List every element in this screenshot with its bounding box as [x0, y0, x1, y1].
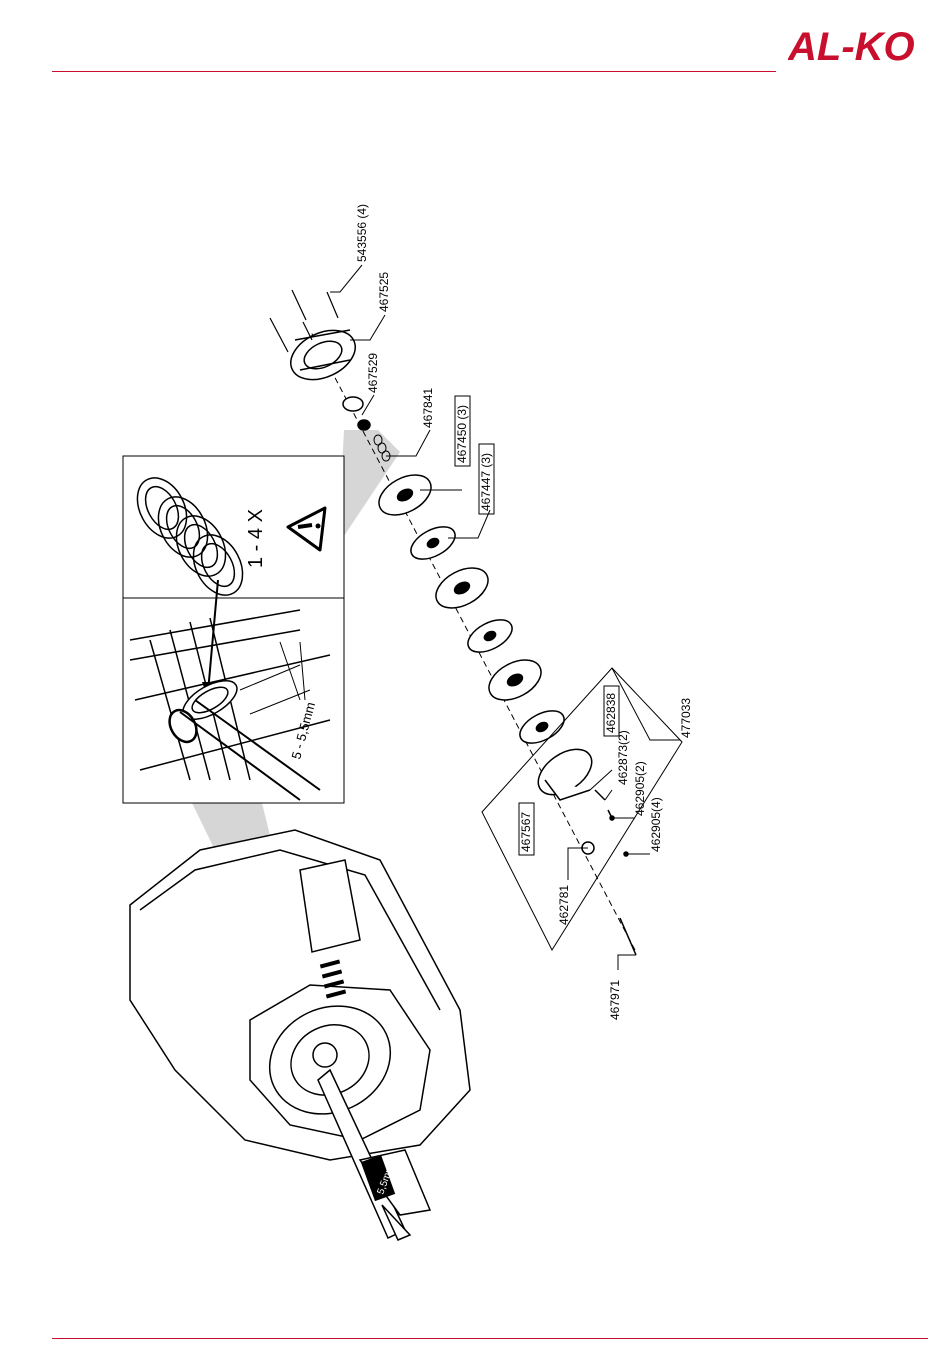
label-462873: 462873(2)	[616, 730, 630, 785]
nut-467529	[343, 397, 370, 430]
label-462905-2: 462905(2)	[633, 761, 647, 816]
label-467450: 467450 (3)	[455, 405, 469, 463]
end-bracket	[283, 321, 363, 390]
label-477033: 477033	[679, 698, 693, 738]
label-462781: 462781	[557, 885, 571, 925]
label-462905-4: 462905(4)	[649, 797, 663, 852]
label-467567: 467567	[519, 812, 533, 852]
shim-count-label: 1 - 4 X	[245, 509, 267, 568]
label-467529: 467529	[366, 353, 380, 393]
label-543556: 543556 (4)	[355, 204, 369, 262]
label-467525: 467525	[377, 272, 391, 312]
impeller-stages	[372, 467, 569, 750]
detail-inset: 1 - 4 X 5 - 5,5mm	[123, 456, 344, 803]
label-467841: 467841	[421, 388, 435, 428]
label-467971: 467971	[608, 980, 622, 1020]
motor-housing	[130, 830, 470, 1160]
label-467447: 467447 (3)	[479, 453, 493, 511]
label-462838: 462838	[604, 693, 618, 733]
